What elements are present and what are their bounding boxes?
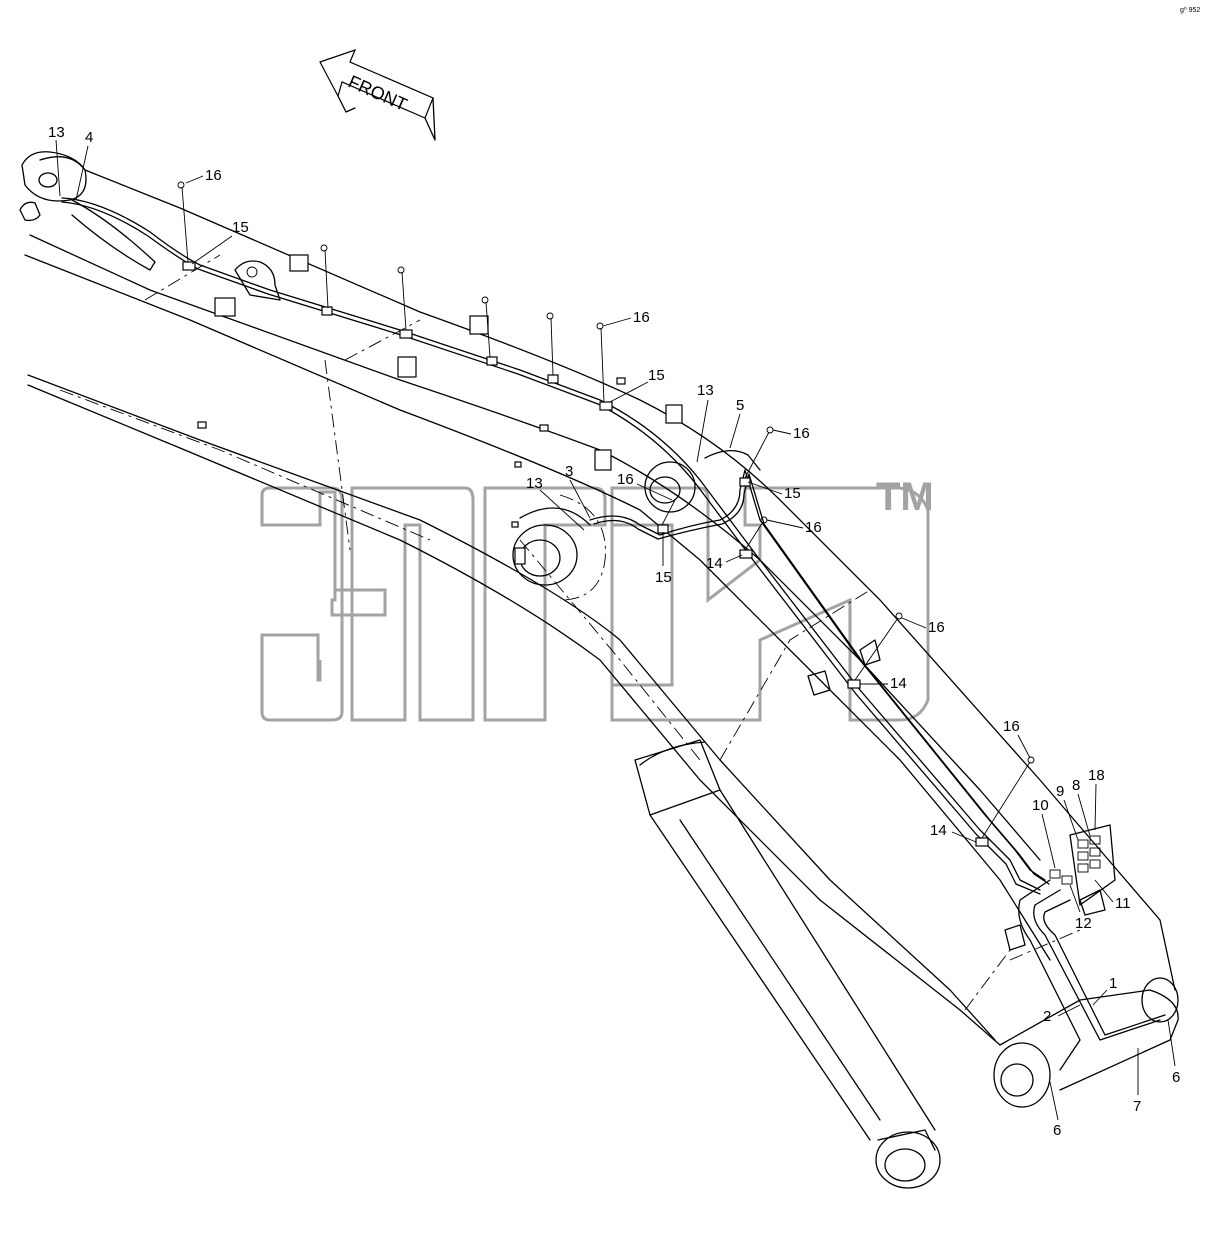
callout-13-mid: 13	[697, 382, 714, 399]
callout-16-c: 16	[793, 425, 810, 442]
watermark-logo: TM	[260, 475, 934, 722]
callout-14-c: 14	[930, 822, 947, 839]
callout-16-b: 16	[633, 309, 650, 326]
callout-15-c: 15	[784, 485, 801, 502]
callout-16-g: 16	[1003, 718, 1020, 735]
callout-16-a: 16	[205, 167, 222, 184]
clamps-and-pads	[177, 181, 1035, 847]
boom-structure	[19, 151, 1179, 1108]
section-lines	[144, 254, 1081, 1011]
callout-10: 10	[1032, 797, 1049, 814]
callout-16-e: 16	[805, 519, 822, 536]
callout-15-b: 15	[648, 367, 665, 384]
callout-1: 1	[1109, 975, 1117, 992]
callout-9: 9	[1056, 783, 1064, 800]
callout-11: 11	[1115, 895, 1131, 912]
callout-14-b: 14	[890, 675, 907, 692]
callout-16-d: 16	[617, 471, 634, 488]
callout-14-a: 14	[706, 555, 723, 572]
callout-4: 4	[85, 129, 93, 146]
callout-5: 5	[736, 397, 744, 414]
callout-3: 3	[565, 463, 573, 480]
drawing-code: g⁰ 952	[1180, 6, 1200, 14]
callout-12: 12	[1075, 915, 1092, 932]
watermark-tm: TM	[876, 475, 934, 519]
hydraulic-lines	[61, 197, 1166, 1071]
callout-13-tip: 13	[48, 124, 65, 141]
callout-6-right: 6	[1172, 1069, 1180, 1086]
callout-18: 18	[1088, 767, 1105, 784]
callout-2: 2	[1043, 1008, 1051, 1025]
front-arrow: FRONT	[319, 49, 436, 141]
callout-8: 8	[1072, 777, 1080, 794]
callout-7: 7	[1133, 1098, 1141, 1115]
callout-15-d: 15	[655, 569, 672, 586]
callout-13-low: 13	[526, 475, 543, 492]
callout-6-left: 6	[1053, 1122, 1061, 1139]
callout-15-a: 15	[232, 219, 249, 236]
callouts: 13 4 16 15 16 15 13 5 16 13 3 16 15 16 1…	[48, 124, 1180, 1139]
boom-cylinder	[519, 539, 941, 1189]
callout-16-f: 16	[928, 619, 945, 636]
